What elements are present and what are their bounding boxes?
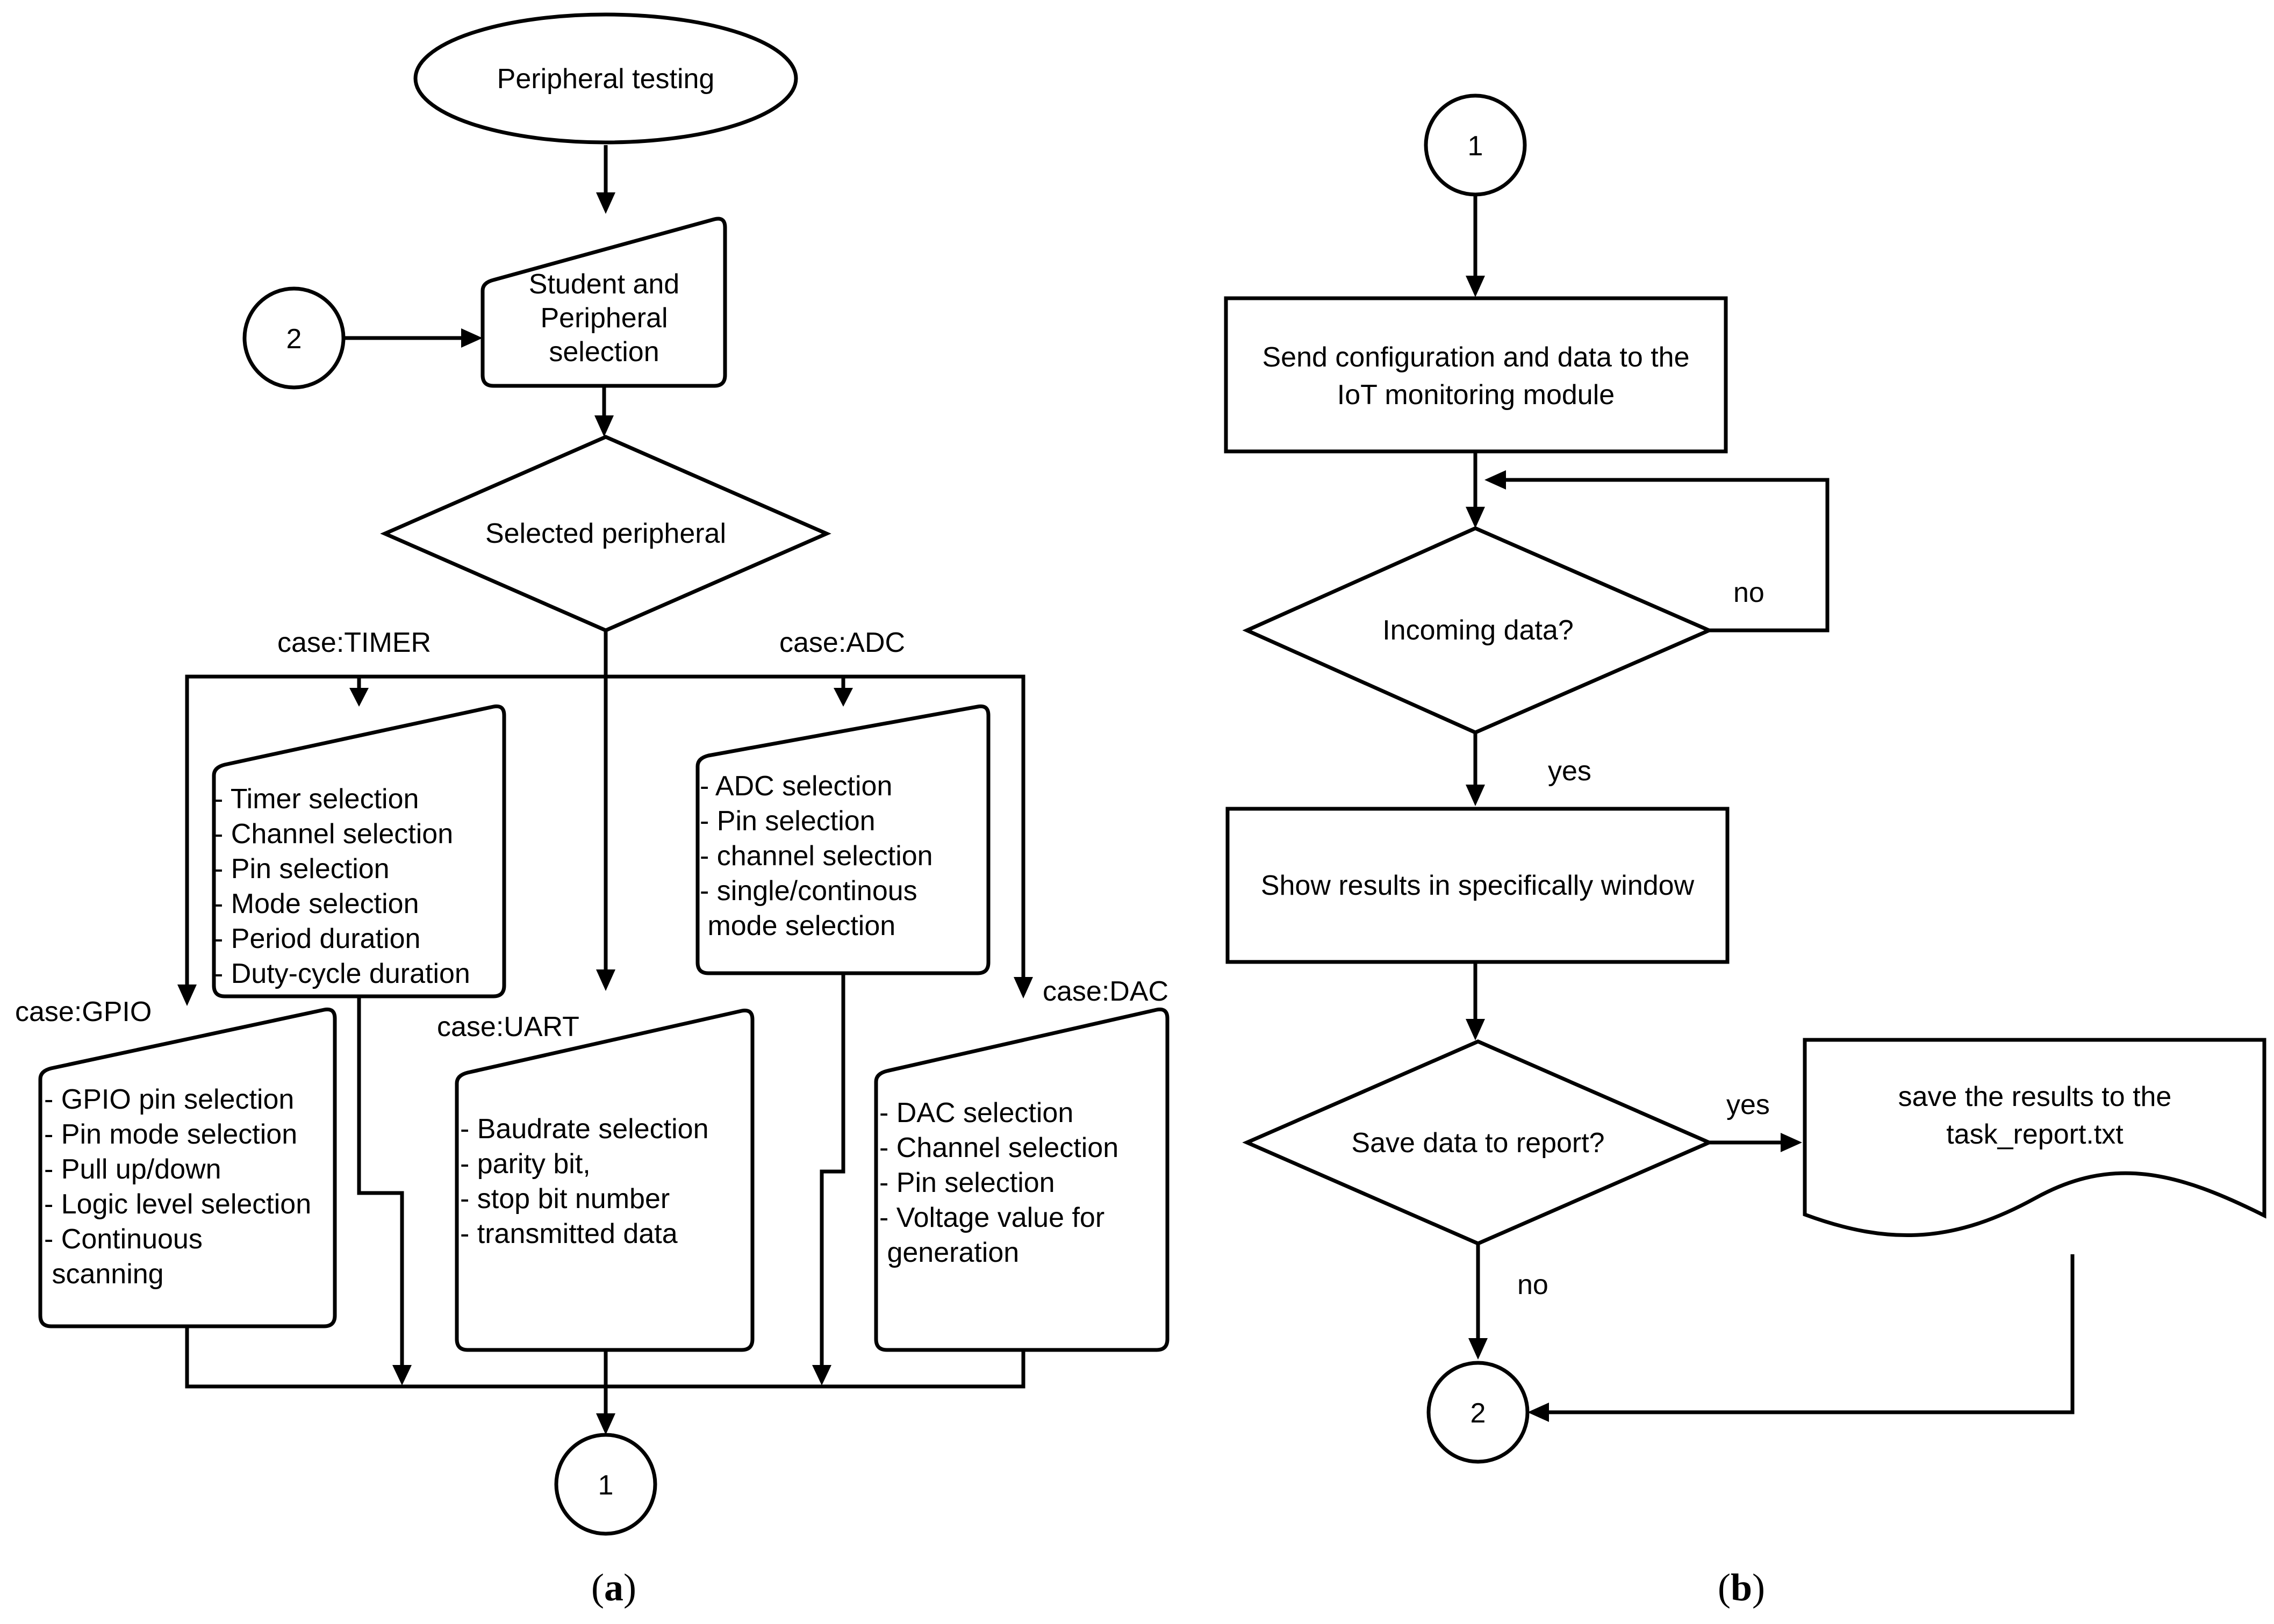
uart-item: - transmitted data: [460, 1218, 678, 1249]
arrowhead: [596, 1413, 615, 1435]
selection-input: [480, 217, 727, 388]
dac-item: - Voltage value for: [879, 1202, 1104, 1233]
timer-item: - Duty-cycle duration: [214, 958, 470, 989]
doc-line-1: save the results to the: [1898, 1081, 2172, 1112]
connector-2-out: [1426, 1361, 1530, 1464]
dac-item: generation: [879, 1237, 1019, 1268]
gpio-items: - GPIO pin selection - Pin mode selectio…: [44, 1084, 311, 1290]
connector-2-out-label: 2: [1470, 1398, 1486, 1429]
timer-item: - Channel selection: [214, 818, 453, 850]
case-timer-label: case:TIMER: [277, 627, 431, 658]
flow-doc-to-connector: [1548, 1254, 2075, 1414]
start-label: Peripheral testing: [497, 63, 715, 95]
selection-line-1: Student and: [529, 269, 679, 300]
dac-item: - DAC selection: [879, 1097, 1073, 1129]
timer-item: - Period duration: [214, 923, 420, 954]
dac-item: - Pin selection: [879, 1167, 1055, 1198]
uart-items: - Baudrate selection - parity bit, - sto…: [460, 1113, 709, 1249]
arrowhead: [1781, 1133, 1802, 1152]
case-uart-label: case:UART: [437, 1011, 579, 1043]
arrowhead: [1484, 470, 1506, 490]
uart-item: - stop bit number: [460, 1183, 670, 1215]
timer-items: - Timer selection - Channel selection - …: [214, 784, 470, 989]
arrowhead: [461, 328, 483, 348]
connector-2-in: [242, 286, 346, 390]
incoming-yes-label: yes: [1548, 756, 1591, 787]
selection-line-3: selection: [549, 336, 659, 368]
gpio-item: - Continuous: [44, 1224, 203, 1255]
caption-a: (a): [591, 1566, 636, 1609]
case-adc-label: case:ADC: [779, 627, 905, 658]
flow-adc-out: [820, 973, 845, 1365]
send-line-2: IoT monitoring module: [1337, 379, 1615, 411]
show-results-process: [1225, 807, 1730, 964]
arrowhead: [1466, 507, 1485, 528]
gpio-item: - Pull up/down: [44, 1154, 221, 1185]
gpio-item: - Pin mode selection: [44, 1119, 297, 1150]
arrowhead: [1466, 785, 1485, 806]
gpio-item: - Logic level selection: [44, 1189, 311, 1220]
arrowhead: [596, 192, 615, 214]
arrowhead: [1527, 1403, 1549, 1422]
gpio-item: scanning: [44, 1259, 164, 1290]
incoming-no-label: no: [1733, 577, 1764, 608]
task-report-document: [1803, 1038, 2266, 1237]
send-config-process: [1224, 296, 1728, 454]
arrowhead: [1466, 276, 1485, 297]
arrowhead: [177, 985, 197, 1006]
timer-input-box: [212, 704, 506, 998]
arrowhead: [1468, 1338, 1488, 1360]
adc-item: - Pin selection: [700, 806, 876, 837]
arrowhead: [1466, 1019, 1485, 1040]
selection-line-2: Peripheral: [540, 303, 668, 334]
dac-item: - Channel selection: [879, 1132, 1118, 1163]
uart-input-box: [455, 1008, 755, 1352]
show-label: Show results in specifically window: [1261, 870, 1695, 901]
diagram-a: Peripheral testing 2 Student and Periphe…: [15, 12, 1170, 1609]
flow-branch-bus: [185, 674, 1025, 987]
arrowhead: [834, 688, 853, 707]
arrowhead: [596, 969, 615, 991]
connector-1-in-label: 1: [1468, 131, 1483, 162]
case-dac-label: case:DAC: [1043, 976, 1168, 1007]
arrowhead: [812, 1365, 831, 1385]
connector-1-out-label: 1: [598, 1470, 614, 1501]
gpio-input-box: [38, 1007, 337, 1328]
dac-input-box: [874, 1007, 1170, 1352]
gpio-item: - GPIO pin selection: [44, 1084, 294, 1115]
adc-item: - ADC selection: [700, 771, 892, 802]
connector-1-out: [554, 1433, 657, 1536]
adc-item: mode selection: [700, 910, 895, 942]
flow-timer-out: [357, 996, 404, 1365]
arrowhead: [1014, 977, 1033, 998]
decision-label: Selected peripheral: [485, 518, 726, 549]
arrowhead: [594, 415, 614, 437]
adc-item: - single/continous: [700, 875, 917, 907]
arrowhead: [349, 688, 369, 707]
uart-item: - Baudrate selection: [460, 1113, 709, 1145]
timer-item: - Timer selection: [214, 784, 419, 815]
connector-2-in-label: 2: [286, 324, 302, 355]
adc-item: - channel selection: [700, 840, 933, 872]
save-no-label: no: [1517, 1269, 1548, 1300]
timer-item: - Mode selection: [214, 888, 419, 919]
doc-line-2: task_report.txt: [1946, 1119, 2124, 1150]
save-question-label: Save data to report?: [1351, 1127, 1604, 1159]
adc-items: - ADC selection - Pin selection - channe…: [700, 771, 933, 942]
case-gpio-label: case:GPIO: [15, 996, 152, 1027]
caption-b: (b): [1718, 1566, 1765, 1609]
save-yes-label: yes: [1726, 1089, 1770, 1120]
arrowhead: [392, 1365, 412, 1385]
uart-item: - parity bit,: [460, 1148, 591, 1180]
dac-items: - DAC selection - Channel selection - Pi…: [879, 1097, 1118, 1268]
flow-no-loop: [1505, 478, 1830, 633]
incoming-label: Incoming data?: [1382, 615, 1574, 646]
adc-input-box: [695, 704, 991, 975]
send-line-1: Send configuration and data to the: [1262, 342, 1689, 373]
start-terminator: [413, 12, 798, 145]
timer-item: - Pin selection: [214, 853, 390, 885]
diagram-b: 1 Send configuration and data to the IoT…: [1224, 94, 2266, 1609]
